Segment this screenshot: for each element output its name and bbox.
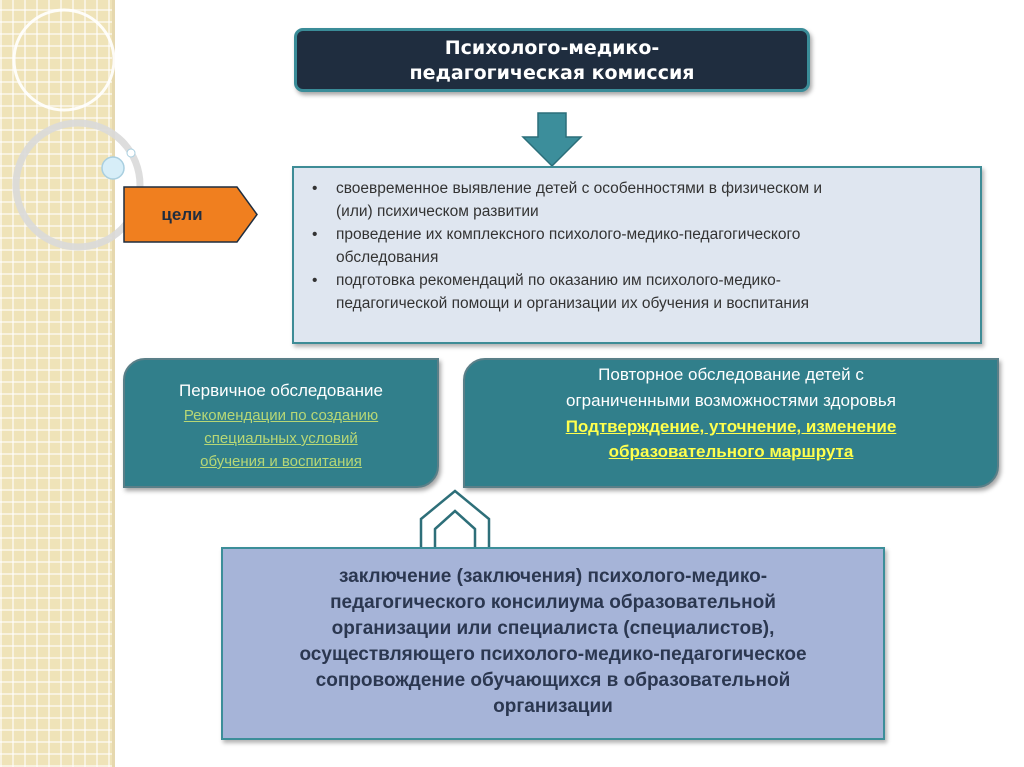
primary-examination-panel: Первичное обследование Рекомендации по с… <box>123 358 439 488</box>
title-line-2: педагогическая комиссия <box>409 62 695 84</box>
bullet-icon: • <box>312 180 318 197</box>
repeat-route-link[interactable]: образовательного маршрута <box>608 442 854 461</box>
down-arrow-icon <box>521 112 583 168</box>
goals-list-box: • своевременное выявление детей с особен… <box>292 166 982 344</box>
goal-line: обследования <box>336 249 439 266</box>
up-chevron-icon <box>419 489 491 551</box>
primary-recommendations-link[interactable]: Рекомендации по созданию <box>183 407 379 424</box>
repeat-examination-panel: Повторное обследование детей с ограничен… <box>463 358 999 488</box>
bullet-icon: • <box>312 272 318 289</box>
title-line-1: Психолого-медико- <box>444 37 660 59</box>
goal-item: • своевременное выявление детей с особен… <box>310 177 962 223</box>
goal-line: педагогической помощи и организации их о… <box>336 295 809 312</box>
goals-label: цели <box>161 205 203 224</box>
conclusion-line: организации или специалиста (специалисто… <box>331 618 775 639</box>
goal-line: проведение их комплексного психолого-мед… <box>336 226 801 243</box>
conclusion-line: педагогического консилиума образовательн… <box>330 592 776 613</box>
repeat-route-link[interactable]: Подтверждение, уточнение, изменение <box>565 417 897 436</box>
conclusion-line: сопровождение обучающихся в образователь… <box>315 670 791 691</box>
goal-line: своевременное выявление детей с особенно… <box>336 180 823 197</box>
primary-examination-heading: Первичное обследование <box>178 381 384 400</box>
conclusion-box: заключение (заключения) психолого-медико… <box>221 547 885 740</box>
decorative-circles <box>12 8 144 251</box>
conclusion-line: заключение (заключения) психолого-медико… <box>338 566 768 587</box>
conclusion-line: организации <box>493 696 613 717</box>
goals-tag: цели <box>123 186 259 243</box>
commission-title-box: Психолого-медико- педагогическая комисси… <box>294 28 810 92</box>
side-pattern-edge <box>112 0 115 767</box>
goal-item: • проведение их комплексного психолого-м… <box>310 223 962 269</box>
primary-recommendations-link[interactable]: специальных условий <box>204 430 358 447</box>
repeat-examination-heading: ограниченными возможностями здоровья <box>566 391 896 410</box>
repeat-examination-heading: Повторное обследование детей с <box>598 365 864 384</box>
goals-tag-shape <box>123 186 258 243</box>
conclusion-line: осуществляющего психолого-медико-педагог… <box>299 644 807 665</box>
bullet-icon: • <box>312 226 318 243</box>
goal-line: (или) психическом развитии <box>336 203 539 220</box>
primary-recommendations-link[interactable]: обучения и воспитания <box>200 453 362 470</box>
goals-list: • своевременное выявление детей с особен… <box>310 177 962 315</box>
goal-line: подготовка рекомендаций по оказанию им п… <box>336 272 781 289</box>
goal-item: • подготовка рекомендаций по оказанию им… <box>310 269 962 315</box>
